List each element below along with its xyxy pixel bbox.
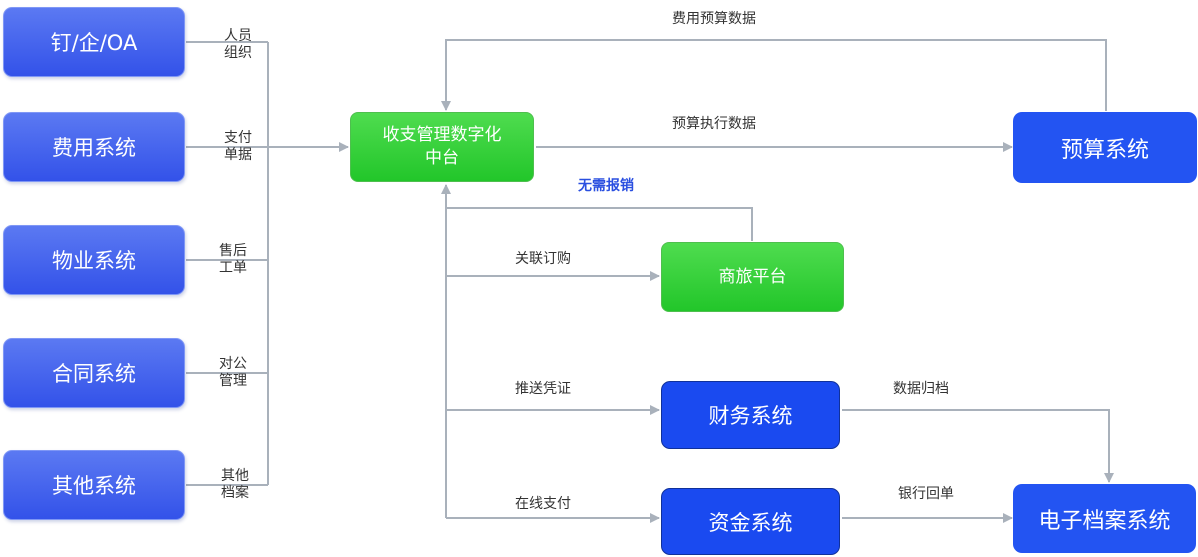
line-no-reimburse [446, 207, 753, 241]
edge-label-no-reimburse: 无需报销 [578, 178, 634, 194]
finance-system-box[interactable]: 财务系统 [661, 381, 840, 449]
tag-other-archive: 其他档案 [221, 468, 249, 501]
funds-system-label: 资金系统 [708, 510, 793, 535]
tag-corporate-mgmt: 对公管理 [219, 356, 247, 389]
center-platform-label-line2: 中台 [425, 148, 459, 168]
edge-label-budget-data: 费用预算数据 [672, 11, 756, 27]
tag-after-sales: 售后工单 [219, 243, 247, 276]
oa-system-label: 钉/企/OA [50, 31, 138, 55]
other-system-label: 其他系统 [52, 474, 136, 498]
property-system-label: 物业系统 [52, 249, 136, 273]
edge-label-related-purchase: 关联订购 [515, 251, 571, 267]
archive-system-box[interactable]: 电子档案系统 [1013, 484, 1196, 553]
arrow-budget-data [441, 39, 1107, 111]
arrow-data-archive [842, 409, 1114, 483]
travel-platform-label: 商旅平台 [718, 266, 787, 287]
center-platform-box[interactable]: 收支管理数字化 中台 [350, 112, 534, 182]
center-platform-label-line1: 收支管理数字化 [382, 125, 502, 145]
finance-system-label: 财务系统 [708, 404, 793, 428]
edge-label-push-voucher: 推送凭证 [515, 381, 571, 397]
budget-system-box[interactable]: 预算系统 [1013, 112, 1197, 183]
funds-system-box[interactable]: 资金系统 [661, 488, 840, 555]
travel-platform-box[interactable]: 商旅平台 [661, 242, 844, 312]
contract-system-box[interactable]: 合同系统 [3, 338, 185, 408]
edge-label-bank-receipt: 银行回单 [898, 486, 954, 502]
edge-label-online-pay: 在线支付 [515, 496, 571, 512]
oa-system-box[interactable]: 钉/企/OA [3, 7, 185, 77]
other-system-box[interactable]: 其他系统 [3, 450, 185, 520]
budget-system-label: 预算系统 [1060, 137, 1149, 163]
tag-payment-docs: 支付单据 [224, 130, 252, 163]
property-system-box[interactable]: 物业系统 [3, 225, 185, 295]
expense-system-box[interactable]: 费用系统 [3, 112, 185, 182]
archive-system-label: 电子档案系统 [1038, 508, 1171, 534]
expense-system-label: 费用系统 [52, 136, 136, 160]
edge-label-budget-exec: 预算执行数据 [672, 116, 756, 132]
tag-personnel-org: 人员组织 [224, 28, 252, 61]
contract-system-label: 合同系统 [52, 362, 136, 386]
edge-label-data-archive: 数据归档 [893, 381, 949, 397]
